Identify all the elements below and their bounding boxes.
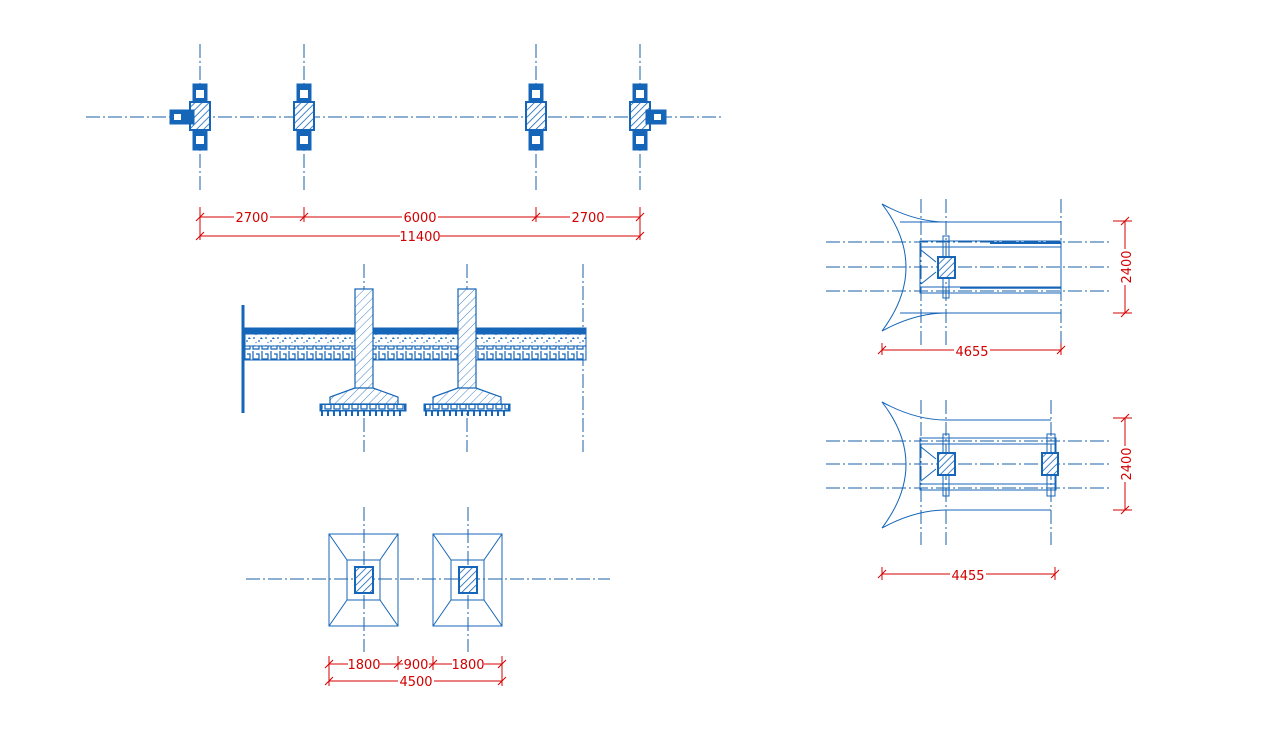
dim-detail-upper-height: 2400 — [1120, 250, 1135, 283]
dim-footing-gap: 900 — [404, 658, 429, 673]
footing-plan: 1800 900 1800 4500 — [246, 507, 610, 690]
pad-footing-2 — [432, 533, 503, 627]
floor-slab-top — [244, 327, 587, 335]
column-3 — [525, 83, 547, 151]
detail-upper: 4655 2400 — [826, 199, 1135, 360]
footing-plan-dimensions: 1800 900 1800 4500 — [324, 656, 507, 690]
pad-footing-1 — [328, 533, 399, 627]
dim-span-1: 2700 — [235, 211, 268, 226]
dim-total: 11400 — [399, 230, 440, 245]
top-plan-dimensions: 2700 6000 2700 11400 — [195, 207, 645, 245]
dim-footing-total: 4500 — [399, 675, 432, 690]
floor-slab — [244, 333, 587, 347]
column-1 — [169, 83, 211, 151]
dim-span-2: 6000 — [403, 211, 436, 226]
dim-detail-lower-width: 4455 — [951, 569, 984, 584]
subgrade-layer — [244, 345, 587, 361]
footing-1 — [319, 288, 407, 416]
footing-2 — [423, 288, 511, 416]
foundation-section — [241, 264, 587, 452]
dim-span-3: 2700 — [571, 211, 604, 226]
detail-lower: 4455 2400 — [826, 400, 1135, 584]
column-4 — [629, 83, 667, 151]
top-plan: 2700 6000 2700 11400 — [86, 44, 722, 245]
dim-detail-upper-width: 4655 — [955, 345, 988, 360]
dim-footing-2: 1800 — [451, 658, 484, 673]
column-2 — [293, 83, 315, 151]
dim-footing-1: 1800 — [347, 658, 380, 673]
dim-detail-lower-height: 2400 — [1120, 447, 1135, 480]
